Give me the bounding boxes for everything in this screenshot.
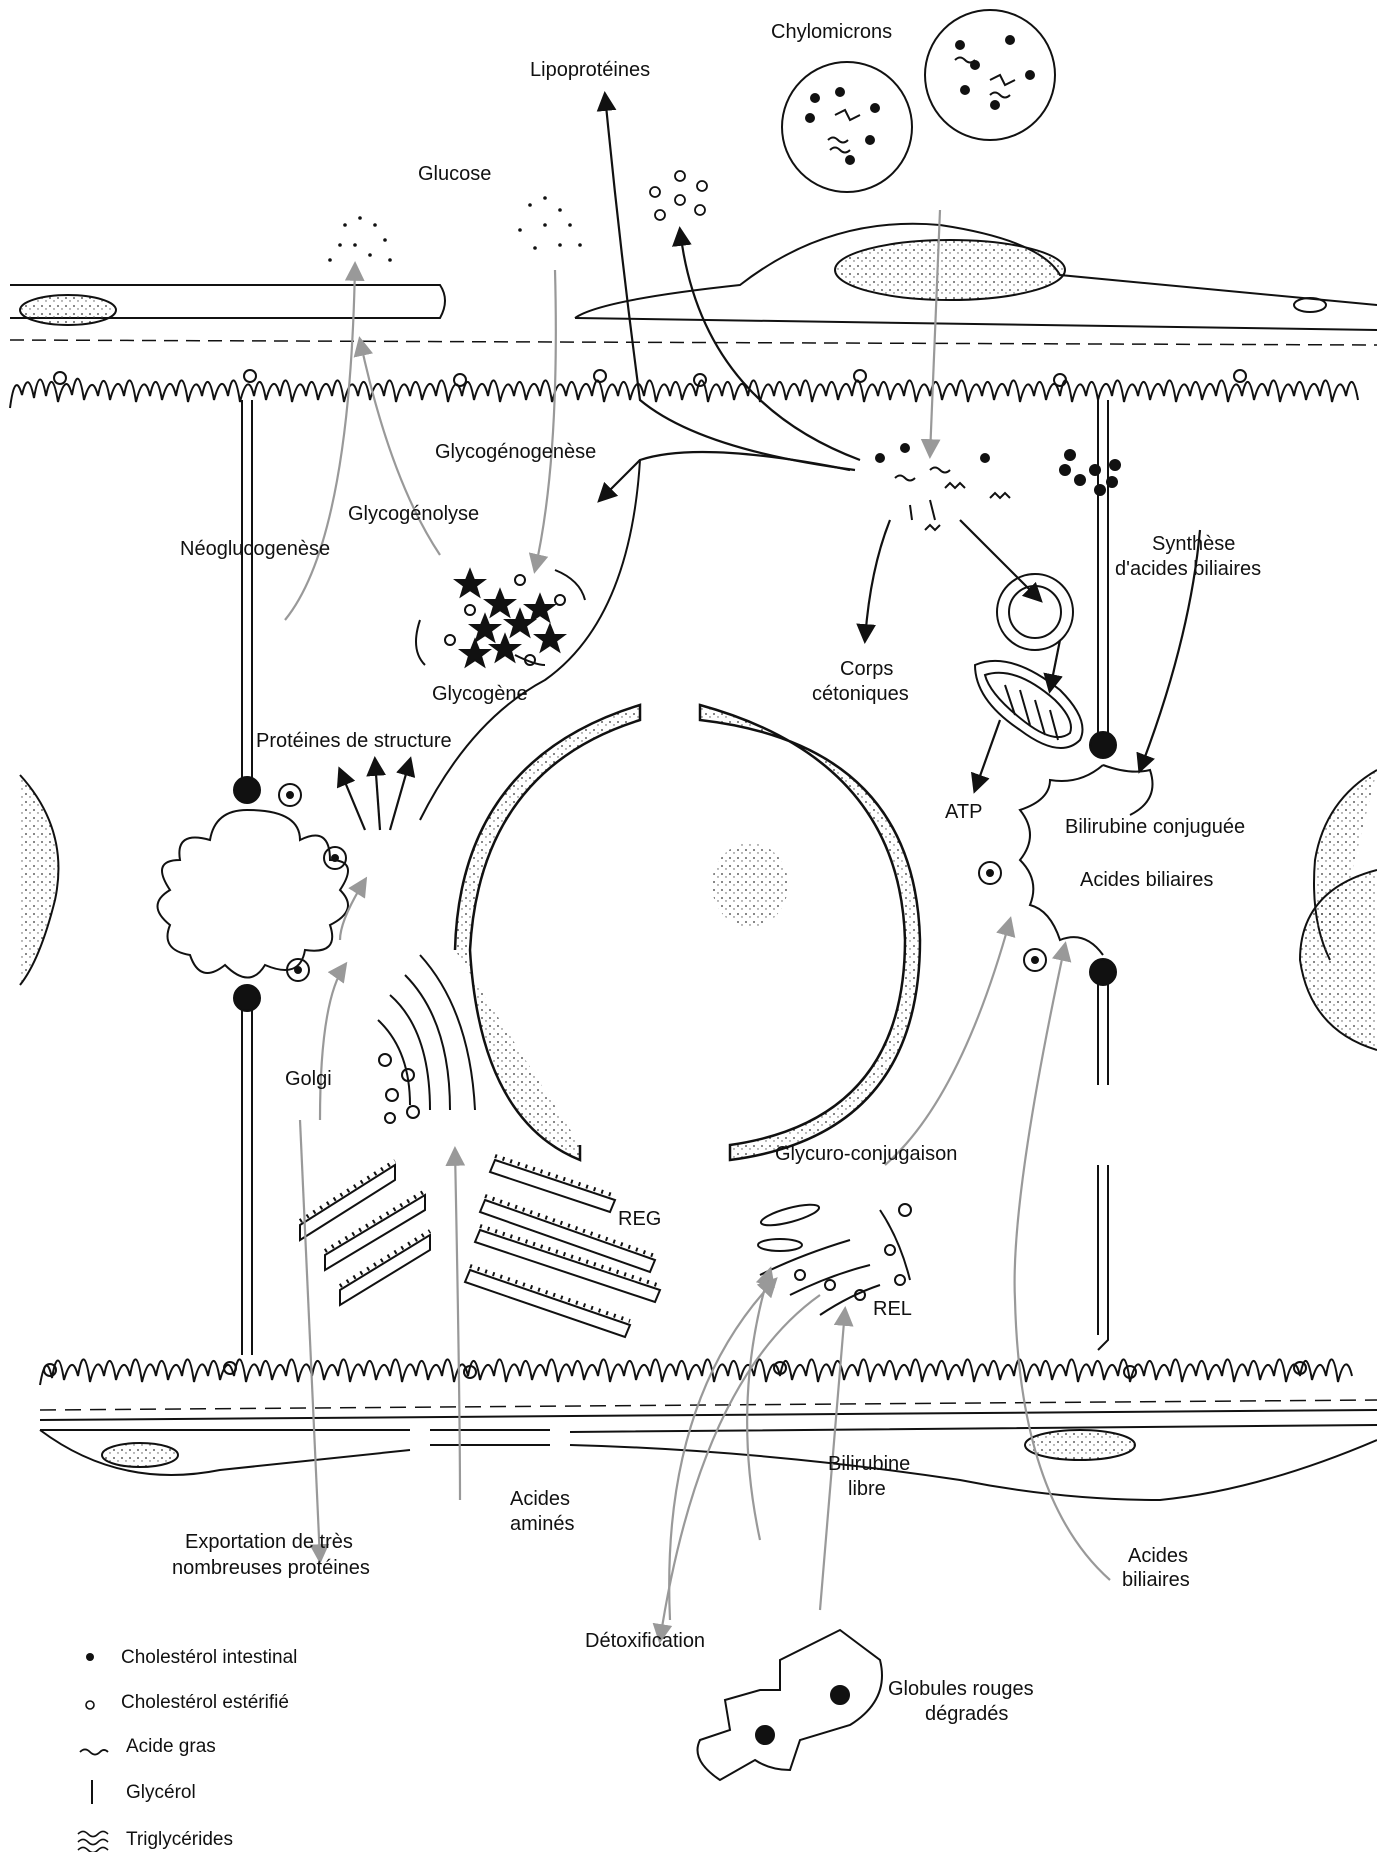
label-chylomicrons: Chylomicrons	[771, 21, 892, 43]
bottom-endothelium	[40, 1425, 1377, 1500]
legend: Cholestérol intestinal Cholestérol estér…	[78, 1647, 297, 1852]
label-lipoproteines: Lipoprotéines	[530, 59, 650, 81]
label-golgi: Golgi	[285, 1068, 332, 1090]
label-atp: ATP	[945, 801, 982, 823]
label-acides-biliaires-bottom-1: Acides	[1128, 1545, 1188, 1567]
label-rel: REL	[873, 1298, 912, 1320]
label-globules-rouges: Globules rouges	[888, 1678, 1034, 1700]
label-proteines-structure: Protéines de structure	[256, 730, 452, 752]
legend-item: Acide gras	[80, 1736, 216, 1757]
label-acides-biliaires-synthese: d'acides biliaires	[1115, 558, 1261, 580]
label-libre: libre	[848, 1478, 886, 1500]
bottom-microvilli	[40, 1359, 1377, 1420]
wave-icon	[80, 1750, 108, 1755]
label-bilirubine: Bilirubine	[828, 1453, 910, 1475]
label-degrades: dégradés	[925, 1703, 1008, 1725]
open-circle-icon	[86, 1701, 94, 1709]
label-cetoniques: cétoniques	[812, 683, 909, 705]
label-glucose: Glucose	[418, 163, 491, 185]
legend-label: Cholestérol estérifié	[121, 1692, 289, 1713]
glycogen-granules	[416, 570, 585, 666]
label-glycuro-conjugaison: Glycuro-conjugaison	[775, 1143, 957, 1165]
legend-item: Glycérol	[92, 1780, 196, 1804]
bile-canaliculus-left	[158, 784, 349, 981]
label-acides: Acides	[510, 1488, 570, 1510]
label-acides-biliaires-canal: Acides biliaires	[1080, 869, 1213, 891]
rough-er	[300, 1156, 660, 1337]
label-neoglucogenese: Néoglucogenèse	[180, 538, 330, 560]
bile-acid-dots	[1059, 449, 1121, 496]
degraded-red-blood-cell	[698, 1630, 883, 1780]
label-nombreuses-proteines: nombreuses protéines	[172, 1557, 370, 1579]
legend-label: Triglycérides	[126, 1829, 233, 1850]
legend-item: Cholestérol intestinal	[86, 1647, 297, 1668]
triple-wave-icon	[78, 1832, 108, 1853]
legend-label: Glycérol	[126, 1782, 196, 1803]
label-synthese: Synthèse	[1152, 533, 1235, 555]
label-amines: aminés	[510, 1513, 574, 1535]
glucose-dots	[328, 196, 582, 262]
label-detoxification: Détoxification	[585, 1630, 705, 1652]
top-endothelium	[10, 224, 1377, 345]
filled-dot-icon	[86, 1653, 94, 1661]
legend-item: Triglycérides	[78, 1829, 233, 1852]
label-reg: REG	[618, 1208, 661, 1230]
cell-nucleus	[455, 705, 920, 1160]
mitochondrion	[975, 574, 1083, 748]
legend-label: Cholestérol intestinal	[121, 1647, 297, 1668]
top-microvilli	[10, 370, 1358, 408]
label-glycogenogenese: Glycogénogenèse	[435, 441, 596, 463]
label-bilirubine-conjuguee: Bilirubine conjuguée	[1065, 816, 1245, 838]
fatty-acid-pool	[876, 444, 1010, 530]
legend-label: Acide gras	[126, 1736, 216, 1757]
label-acides-biliaires-bottom-2: biliaires	[1122, 1569, 1190, 1591]
label-corps: Corps	[840, 658, 893, 680]
golgi-apparatus	[378, 955, 475, 1123]
label-exportation: Exportation de très	[185, 1531, 353, 1553]
lipoprotein-circles	[650, 171, 707, 220]
legend-item: Cholestérol estérifié	[86, 1692, 289, 1713]
label-glycogene: Glycogène	[432, 683, 528, 705]
label-glycogenolyse: Glycogénolyse	[348, 503, 479, 525]
